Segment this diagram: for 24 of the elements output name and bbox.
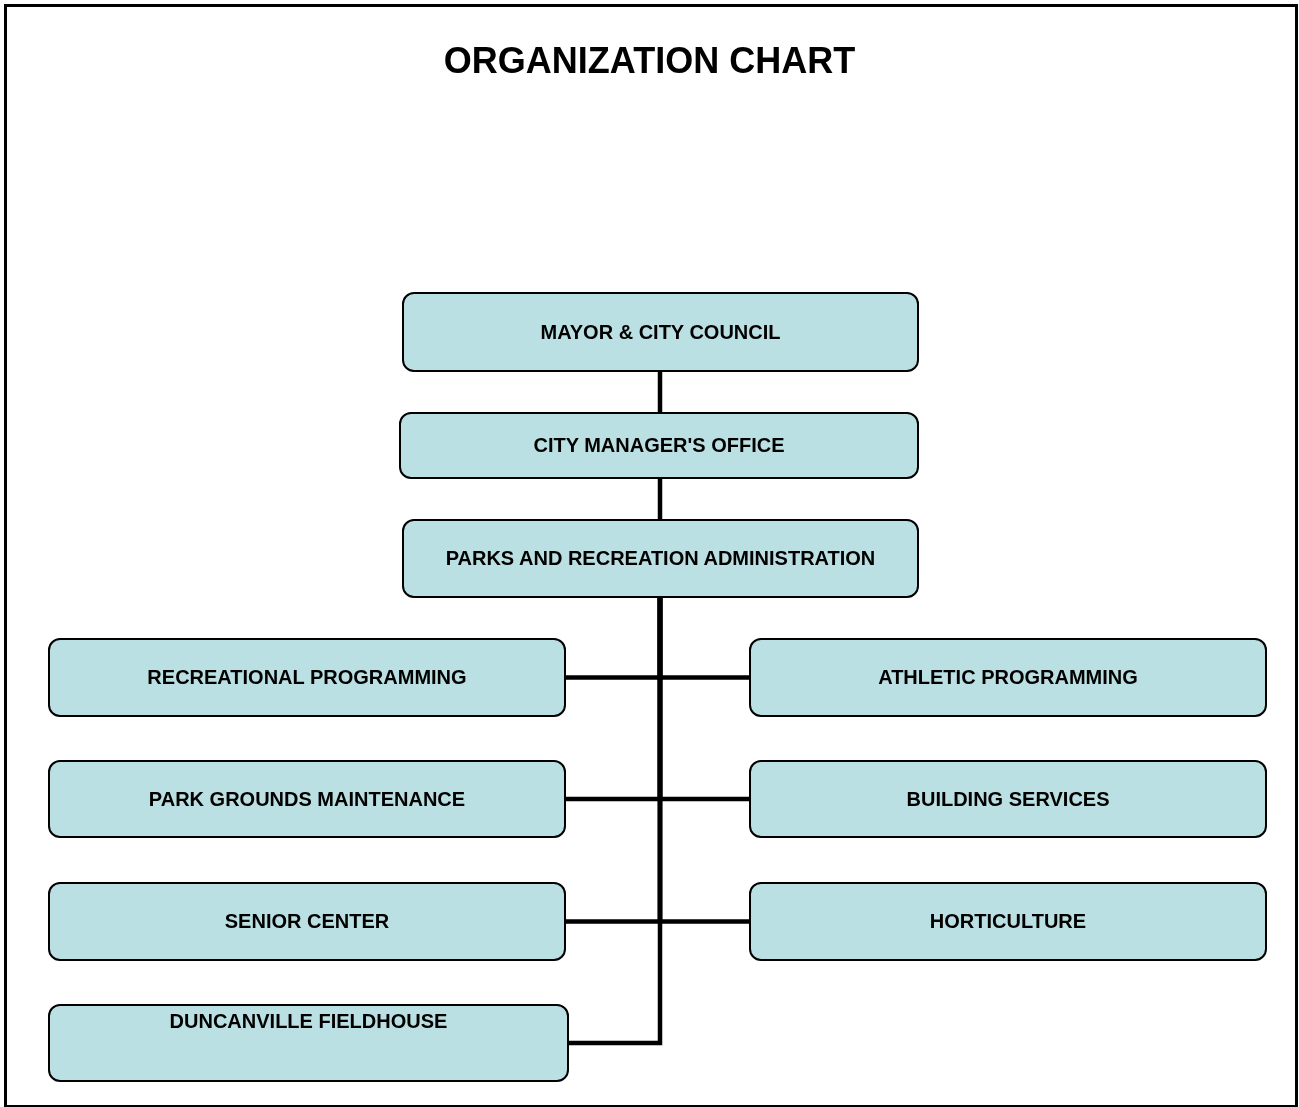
org-unit-box (399, 412, 919, 479)
unit-name: SENIOR CENTER (224, 910, 390, 933)
unit-name: RECREATIONAL PROGRAMMING (147, 666, 467, 689)
unit-name: MAYOR & CITY COUNCIL (540, 320, 781, 344)
unit-name: DUNCANVILLE FIELDHOUSE (169, 1010, 448, 1033)
org-unit-box (749, 760, 1267, 838)
org-unit-box (48, 882, 566, 961)
org-unit-box (48, 638, 566, 717)
unit-name: PARK GROUNDS MAINTENANCE (148, 787, 466, 811)
org-unit-box (749, 882, 1267, 961)
unit-name: CITY MANAGER'S OFFICE (533, 434, 785, 457)
org-unit-box (402, 292, 919, 372)
unit-name: HORTICULTURE (929, 910, 1087, 933)
unit-name: ATHLETIC PROGRAMMING (878, 666, 1138, 689)
unit-name: PARKS AND RECREATION ADMINISTRATION (445, 547, 876, 570)
chart-title: ORGANIZATION CHART (443, 40, 856, 82)
org-unit-box (402, 519, 919, 598)
connector-line (657, 372, 663, 412)
connector-line (657, 479, 663, 519)
org-unit-box (48, 760, 566, 838)
connector-line (569, 598, 663, 1046)
org-unit-box (749, 638, 1267, 717)
org-unit-box (48, 1004, 569, 1082)
unit-name: BUILDING SERVICES (906, 787, 1110, 811)
